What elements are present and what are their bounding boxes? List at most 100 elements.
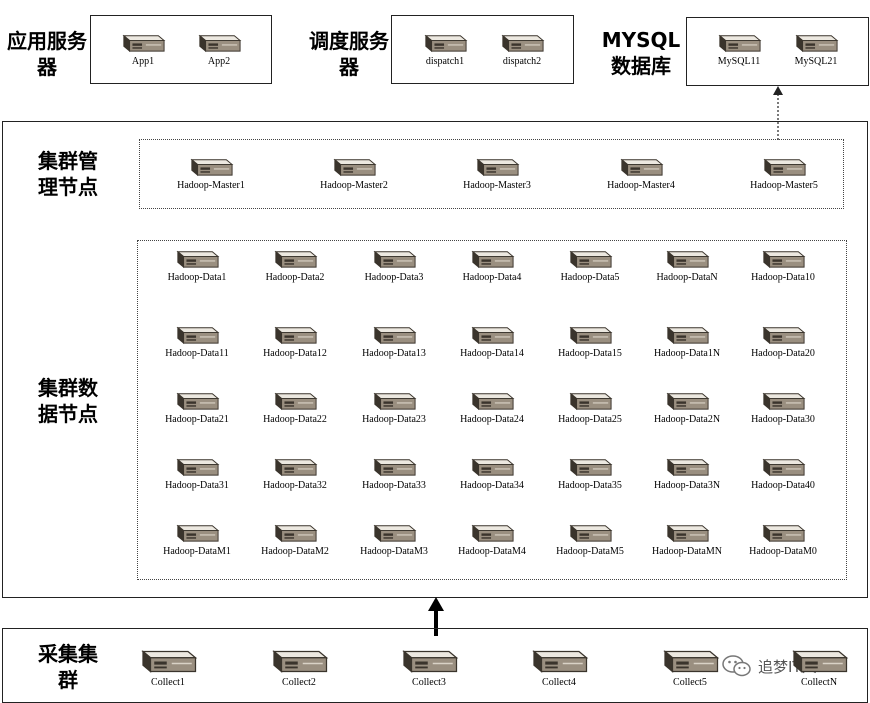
server-icon	[176, 524, 220, 543]
server-label: Hadoop-DataM2	[261, 546, 329, 557]
server-node: Hadoop-Data13	[349, 322, 439, 359]
server-label: App1	[131, 56, 155, 67]
server-label: Hadoop-Data25	[558, 414, 622, 425]
server-icon	[476, 158, 520, 177]
server-label: Hadoop-Data14	[460, 348, 524, 359]
server-node: Hadoop-Data1N	[642, 322, 732, 359]
server-label: Hadoop-Data21	[165, 414, 229, 425]
server-label: Hadoop-Data5	[560, 272, 620, 283]
server-node: Hadoop-DataM4	[447, 520, 537, 557]
master-group-label-text: 集群管理节点	[38, 149, 98, 199]
server-label: Hadoop-Data33	[362, 480, 426, 491]
server-icon	[176, 392, 220, 411]
mysql-group-label: MYSQL数据库	[596, 27, 686, 79]
server-label: Hadoop-Data34	[460, 480, 524, 491]
server-icon	[272, 650, 329, 673]
server-icon	[373, 458, 417, 477]
server-icon	[532, 650, 589, 673]
server-node: Hadoop-DataM0	[738, 520, 828, 557]
server-node: Collect2	[254, 644, 344, 688]
server-node: Hadoop-Data22	[250, 388, 340, 425]
dispatch-group-label-text: 调度服务器	[309, 29, 389, 79]
server-icon	[666, 326, 710, 345]
server-node: Collect5	[645, 644, 735, 688]
server-label: Hadoop-Data20	[751, 348, 815, 359]
server-node: Collect3	[384, 644, 474, 688]
server-icon	[373, 524, 417, 543]
server-node: Hadoop-Data12	[250, 322, 340, 359]
server-node: MySQL21	[771, 30, 861, 67]
master-group-label: 集群管理节点	[32, 148, 104, 200]
server-node: Hadoop-DataM5	[545, 520, 635, 557]
server-node: dispatch2	[477, 30, 567, 67]
server-label: Hadoop-DataM4	[458, 546, 526, 557]
server-node: Hadoop-DataM1	[152, 520, 242, 557]
server-icon	[373, 250, 417, 269]
server-node: Hadoop-Data15	[545, 322, 635, 359]
collect-group-label-text: 采集集群	[38, 642, 98, 692]
wechat-icon	[722, 655, 751, 677]
server-label: Hadoop-DataM5	[556, 546, 624, 557]
server-label: Hadoop-Data3N	[653, 480, 721, 491]
server-icon	[762, 524, 806, 543]
server-node: App2	[174, 30, 264, 67]
server-label: dispatch1	[425, 56, 465, 67]
server-node: Hadoop-Data14	[447, 322, 537, 359]
server-icon	[471, 326, 515, 345]
server-label: Hadoop-Data2	[265, 272, 325, 283]
server-node: Hadoop-Data34	[447, 454, 537, 491]
server-icon	[274, 326, 318, 345]
app-group-label-text: 应用服务器	[7, 29, 87, 79]
server-icon	[763, 158, 807, 177]
server-icon	[762, 326, 806, 345]
server-label: Hadoop-Data15	[558, 348, 622, 359]
server-label: Hadoop-Data10	[751, 272, 815, 283]
dispatch-group-label: 调度服务器	[308, 28, 390, 80]
server-label: Hadoop-Data31	[165, 480, 229, 491]
mysql-group-label-text: MYSQL数据库	[601, 28, 681, 78]
server-icon	[141, 650, 198, 673]
server-icon	[569, 392, 613, 411]
server-label: Hadoop-Data24	[460, 414, 524, 425]
server-icon	[402, 650, 459, 673]
server-node: Collect4	[514, 644, 604, 688]
server-icon	[666, 250, 710, 269]
server-label: Hadoop-Data32	[263, 480, 327, 491]
server-label: Hadoop-Data4	[462, 272, 522, 283]
server-node: Hadoop-Data30	[738, 388, 828, 425]
server-icon	[762, 458, 806, 477]
server-label: Hadoop-Data35	[558, 480, 622, 491]
server-icon	[176, 458, 220, 477]
server-node: Hadoop-Data32	[250, 454, 340, 491]
server-label: Hadoop-Data23	[362, 414, 426, 425]
server-node: MySQL11	[694, 30, 784, 67]
server-node: Hadoop-Data21	[152, 388, 242, 425]
server-node: Hadoop-Data35	[545, 454, 635, 491]
server-icon	[122, 34, 166, 53]
server-icon	[666, 392, 710, 411]
collect-to-cluster-arrow	[428, 597, 444, 636]
master-to-mysql-arrow	[773, 86, 783, 142]
server-node: Hadoop-Data10	[738, 246, 828, 283]
app-group-label: 应用服务器	[6, 28, 88, 80]
server-icon	[176, 250, 220, 269]
server-node: Hadoop-Data31	[152, 454, 242, 491]
server-node: Hadoop-DataN	[642, 246, 732, 283]
server-label: Hadoop-Data1	[167, 272, 227, 283]
server-icon	[198, 34, 242, 53]
server-icon	[190, 158, 234, 177]
server-node: dispatch1	[400, 30, 490, 67]
server-label: Hadoop-DataM1	[163, 546, 231, 557]
server-node: Hadoop-Master1	[166, 154, 256, 191]
dispatch-server-box	[391, 15, 574, 84]
server-icon	[663, 650, 720, 673]
server-label: Collect2	[282, 677, 316, 688]
server-node: Hadoop-Master4	[596, 154, 686, 191]
server-label: Hadoop-DataM0	[749, 546, 817, 557]
server-node: Hadoop-Data1	[152, 246, 242, 283]
server-label: MySQL21	[794, 56, 838, 67]
server-label: Hadoop-Data12	[263, 348, 327, 359]
server-label: Hadoop-DataM3	[360, 546, 428, 557]
server-node: Hadoop-DataM3	[349, 520, 439, 557]
server-label: Hadoop-DataMN	[652, 546, 722, 557]
